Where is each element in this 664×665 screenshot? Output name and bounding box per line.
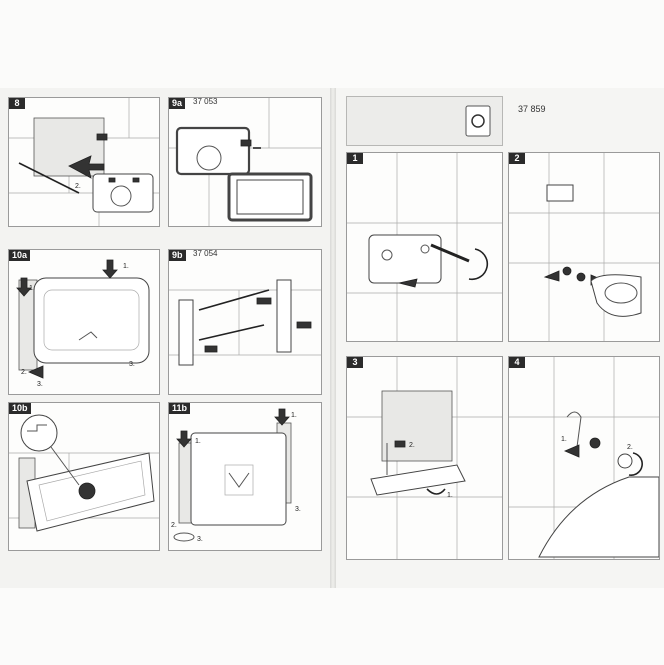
panel-4: 4 1. 2. [508,356,660,560]
step-label: 2. [627,444,633,451]
panel-11b: 11b 1. 1. 2. 3. 3. [168,402,322,551]
panel-1-badge: 1 [347,153,363,164]
panel-2-illustration [509,153,659,341]
step-label: 1. [291,412,297,419]
panel-10a-illustration: 1. 1. 2. 3. 3. [16,259,150,388]
header-strip [346,96,503,146]
panel-9a-badge: 9a [169,98,186,109]
panel-9b: 9b 37 054 [168,249,322,395]
panel-9a-part-code: 37 053 [193,97,218,106]
step-label: 1. [123,263,129,270]
step-label: 1. [561,436,567,443]
panel-8-badge: 8 [9,98,25,109]
panel-10b-badge: 10b [9,403,31,414]
panel-9b-illustration [169,279,321,366]
panel-3-badge: 3 [347,357,363,368]
panel-4-illustration: 1. 2. [509,357,659,559]
step-label: 2. [75,183,81,190]
panel-10b-illustration [9,414,159,532]
push-plate-icon [465,105,491,137]
book-spine [330,88,336,588]
panel-2-badge: 2 [509,153,525,164]
panel-3-illustration: 2. 1. [347,357,502,559]
step-label: 3. [295,506,301,513]
header-part-code: 37 859 [518,104,546,114]
panel-3: 3 2. 1. [346,356,503,560]
panel-4-badge: 4 [509,357,525,368]
panel-9a-illustration [169,98,321,226]
panel-2: 2 [508,152,660,342]
step-label: 3. [129,361,135,368]
step-label: 2. [21,369,27,376]
step-label: 1. [447,492,453,499]
step-label: 1. [195,438,201,445]
panel-10b: 10b [8,402,160,551]
step-label: 3. [197,536,203,543]
panel-1: 1 [346,152,503,342]
screwdriver-icon [430,243,470,263]
step-label: 2. [409,442,415,449]
panel-9a: 9a 37 053 [168,97,322,227]
panel-10a-badge: 10a [9,250,31,261]
rotation-arrow-icon [468,248,489,281]
panel-9b-part-code: 37 054 [193,249,218,258]
panel-8: 8 2. [8,97,160,227]
step-label: 1. [29,285,35,292]
panel-1-illustration [347,153,502,341]
panel-9b-badge: 9b [169,250,186,261]
panel-11b-badge: 11b [169,403,191,414]
step-label: 2. [171,522,177,529]
panel-10a: 10a 1. 1. 2. 3. 3. [8,249,160,395]
panel-8-illustration: 2. [9,98,159,226]
step-label: 3. [37,381,43,388]
panel-11b-illustration: 1. 1. 2. 3. 3. [171,408,301,543]
